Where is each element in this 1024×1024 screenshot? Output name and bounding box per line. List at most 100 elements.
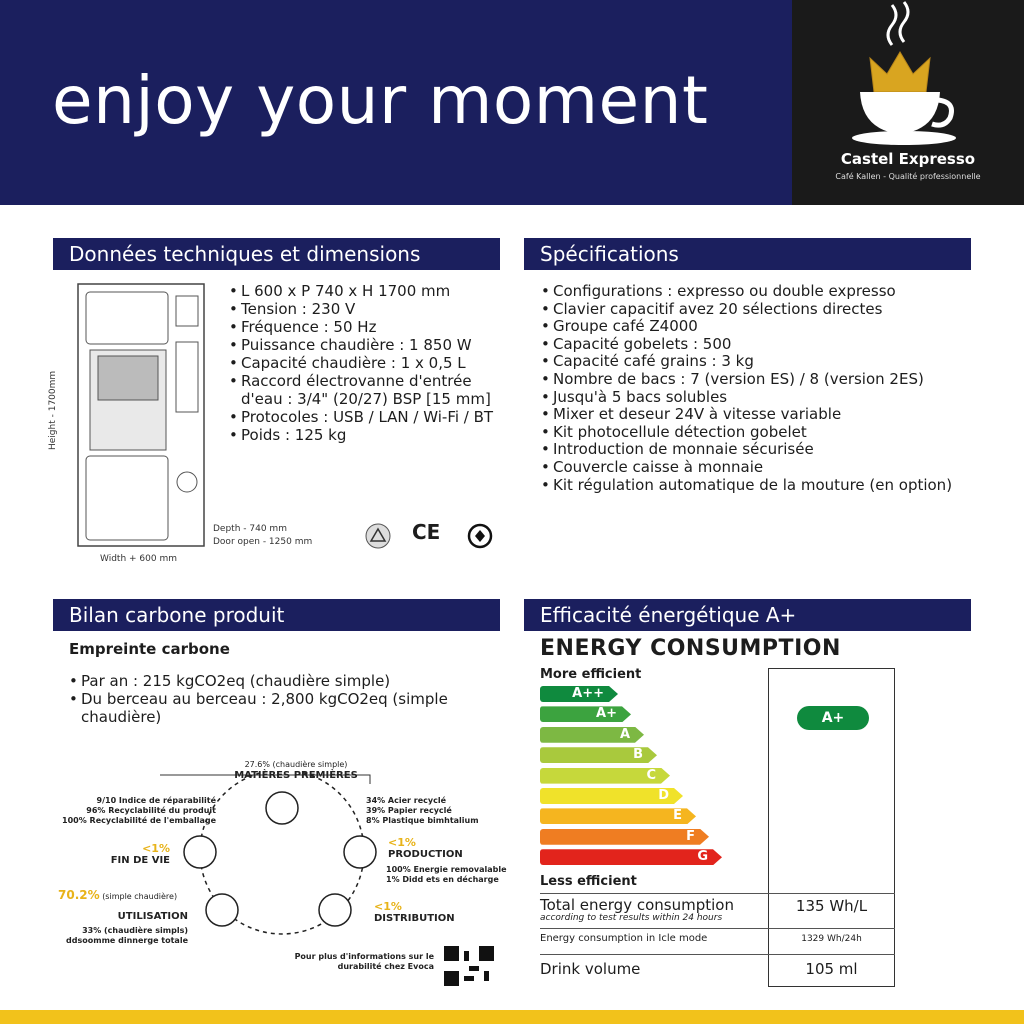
technical-section-title: Données techniques et dimensions: [53, 238, 500, 270]
note: 9/10 Indice de réparabilité: [96, 796, 216, 805]
list-item: Par an : 215 kgCO2eq (chaudière simple): [69, 672, 489, 690]
energy-class-bar: G: [540, 849, 722, 865]
door-label: Door open - 1250 mm: [213, 537, 313, 547]
lifecycle-diagram: [160, 772, 377, 935]
energy-class-bar: E: [540, 808, 696, 824]
list-item: Kit photocellule détection gobelet: [541, 423, 971, 442]
total-energy-label: Total energy consumption: [540, 896, 734, 914]
energy-class-bar: D: [540, 788, 683, 804]
list-item: Jusqu'à 5 bacs solubles: [541, 388, 971, 407]
less-efficient-label: Less efficient: [540, 874, 637, 889]
brand-name: Castel Expresso: [840, 150, 976, 168]
tagline: enjoy your moment: [52, 62, 709, 139]
note: 33% (chaudière simpls): [82, 926, 188, 935]
brand-logo: Castel Expresso Café Kallen - Qualité pr…: [792, 0, 1024, 205]
materials-label: MATIÈRES PREMIÈRES: [234, 770, 358, 781]
production-pct: <1%: [388, 836, 416, 849]
brand-tagline: Café Kallen - Qualité professionnelle: [835, 172, 981, 181]
usage-label: UTILISATION: [117, 911, 188, 922]
note: 8% Plastique bimhtalium: [366, 816, 479, 825]
materials-left-notes: 9/10 Indice de réparabilité 96% Recyclab…: [40, 796, 216, 826]
list-item: Fréquence : 50 Hz: [229, 318, 499, 336]
list-item: Tension : 230 V: [229, 300, 499, 318]
list-item: Du berceau au berceau : 2,800 kgCO2eq (s…: [69, 690, 489, 726]
energy-label-title: ENERGY CONSUMPTION: [540, 636, 841, 661]
qr-code-icon[interactable]: [444, 946, 494, 986]
usage-pct-line: 70.2% (simple chaudière): [58, 888, 198, 902]
list-item: Groupe café Z4000: [541, 318, 971, 336]
warning-cert-icon: [365, 523, 391, 549]
list-item: Mixer et deseur 24V à vitesse variable: [541, 406, 971, 424]
note: 100% Recyclabilité de l'emballage: [62, 816, 216, 825]
note: Pour plus d'informations sur le: [294, 952, 434, 961]
end-pct: <1%: [142, 842, 170, 855]
list-item: Capacité café grains : 3 kg: [541, 353, 971, 371]
specs-list: Configurations : expresso ou double expr…: [541, 282, 971, 495]
energy-row-divider: [540, 928, 895, 929]
distribution-pct: <1%: [374, 900, 402, 913]
list-item: Clavier capacitif avez 20 sélections dir…: [541, 300, 971, 319]
idle-energy-value: 1329 Wh/24h: [801, 934, 862, 944]
list-item: Capacité chaudière : 1 x 0,5 L: [229, 354, 499, 372]
drink-volume-value: 105 ml: [805, 960, 858, 978]
list-item: Protocoles : USB / LAN / Wi-Fi / BT: [229, 408, 499, 426]
depth-label: Depth - 740 mm: [213, 524, 287, 534]
total-energy-note: according to test results within 24 hour…: [540, 913, 723, 923]
drink-volume-label: Drink volume: [540, 960, 641, 978]
note: 34% Acier recyclé: [366, 796, 447, 805]
production-notes: 100% Energie removalable 1% Didd ets en …: [386, 865, 507, 885]
materials-pct: 27.6% (chaudière simple): [244, 760, 348, 769]
energy-class-bar: A++: [540, 686, 618, 702]
list-item: Couvercle caisse à monnaie: [541, 458, 971, 477]
footer-bar: [0, 1010, 1024, 1024]
rating-column: [768, 668, 895, 987]
list-item: Poids : 125 kg: [229, 426, 499, 444]
height-label: Height - 1700mm: [48, 370, 58, 450]
note: 39% Papier recyclé: [366, 806, 452, 815]
energy-class-bar: A+: [540, 706, 631, 722]
usage-pct: 70.2%: [58, 888, 100, 902]
list-item: L 600 x P 740 x H 1700 mm: [229, 282, 499, 300]
width-label: Width + 600 mm: [100, 554, 177, 564]
specs-section-title: Spécifications: [524, 238, 971, 270]
energy-row-divider: [540, 954, 895, 955]
more-info-text: Pour plus d'informations sur le durabili…: [276, 952, 434, 972]
list-item: Introduction de monnaie sécurisée: [541, 441, 971, 459]
list-item: Configurations : expresso ou double expr…: [541, 282, 971, 301]
carbon-section-title: Bilan carbone produit: [53, 599, 500, 631]
note: 100% Energie removalable: [386, 865, 507, 874]
list-item: Puissance chaudière : 1 850 W: [229, 336, 499, 354]
list-item: Capacité gobelets : 500: [541, 335, 971, 354]
energy-class-bar: B: [540, 747, 657, 763]
total-energy-value: 135 Wh/L: [795, 897, 868, 915]
energy-section-title: Efficacité énergétique A+: [524, 599, 971, 631]
certification-icon: [467, 523, 493, 549]
end-label: FIN DE VIE: [110, 855, 170, 866]
rating-badge: A+: [797, 706, 869, 730]
carbon-list: Par an : 215 kgCO2eq (chaudière simple) …: [69, 672, 489, 726]
note: ddsoomme dinnerge totale: [66, 936, 188, 945]
energy-class-bar: C: [540, 768, 670, 784]
list-item: Kit régulation automatique de la mouture…: [541, 476, 971, 495]
note: 1% Didd ets en décharge: [386, 875, 499, 884]
carbon-subtitle: Empreinte carbone: [69, 640, 230, 658]
coffee-cup-crown-icon: [852, 1, 956, 145]
note: 96% Recyclabilité du produit: [86, 806, 216, 815]
note: durabilité chez Evoca: [337, 962, 434, 971]
energy-row-divider: [540, 893, 895, 894]
list-item: Nombre de bacs : 7 (version ES) / 8 (ver…: [541, 370, 971, 389]
production-label: PRODUCTION: [388, 849, 463, 860]
usage-pct-note: (simple chaudière): [102, 892, 178, 901]
energy-class-bar: F: [540, 829, 709, 845]
usage-notes: 33% (chaudière simpls) ddsoomme dinnerge…: [58, 926, 188, 946]
technical-list: L 600 x P 740 x H 1700 mm Tension : 230 …: [229, 282, 499, 444]
header-banner: enjoy your moment Castel Expresso Café K…: [0, 0, 1024, 205]
idle-energy-label: Energy consumption in Icle mode: [540, 933, 708, 944]
ce-mark: CE: [412, 520, 441, 544]
energy-class-bar: A: [540, 727, 644, 743]
list-item: Raccord électrovanne d'entrée d'eau : 3/…: [229, 372, 499, 408]
materials-right-notes: 34% Acier recyclé 39% Papier recyclé 8% …: [366, 796, 496, 826]
distribution-label: DISTRIBUTION: [374, 913, 455, 924]
more-efficient-label: More efficient: [540, 667, 642, 682]
machine-drawing: [77, 283, 205, 547]
